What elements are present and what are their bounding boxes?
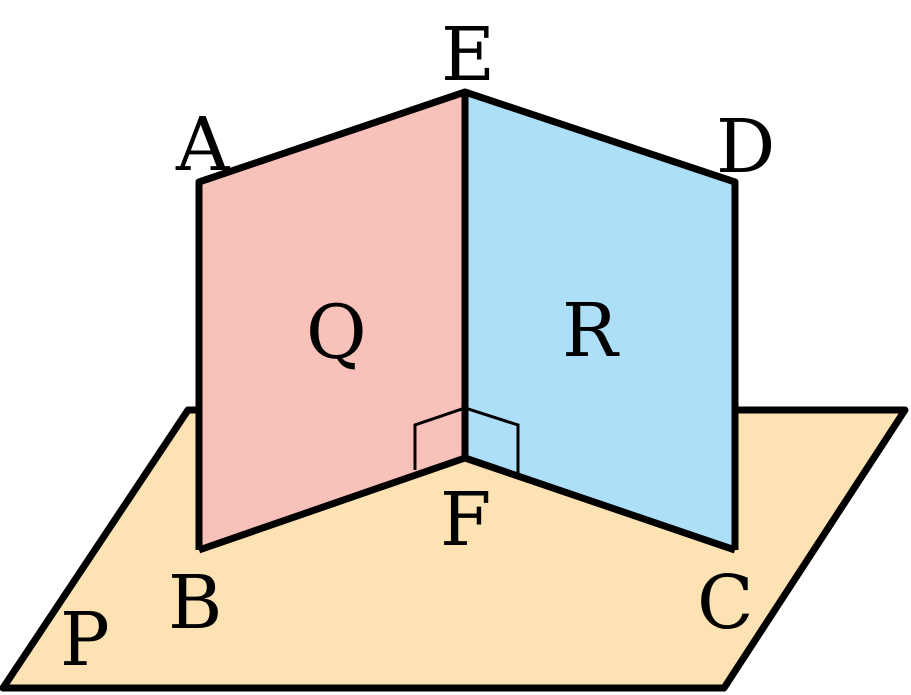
label-f: F (440, 477, 491, 563)
edge-f-c (463, 454, 737, 554)
label-c: C (697, 560, 754, 646)
label-a: A (175, 102, 231, 188)
label-p: P (60, 597, 110, 683)
label-d: D (716, 104, 775, 190)
plane-r (465, 92, 735, 550)
plane-q (199, 92, 465, 550)
label-e: E (441, 12, 495, 98)
label-q: Q (306, 290, 367, 376)
label-r: R (562, 288, 620, 374)
label-b: B (168, 560, 222, 646)
edge-b-f (197, 454, 467, 554)
